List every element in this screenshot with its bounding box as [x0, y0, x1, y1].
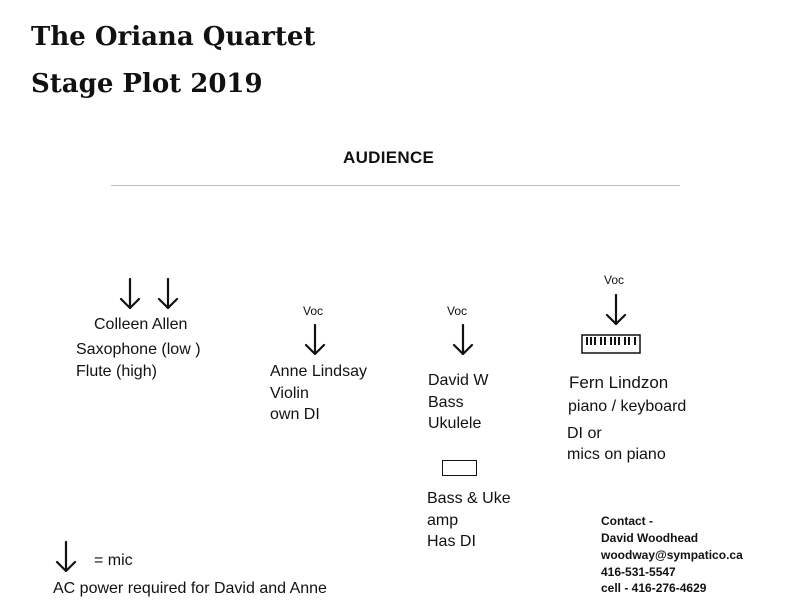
- voc-label-anne: Voc: [303, 304, 324, 318]
- amp-label-2: amp: [427, 512, 459, 529]
- contact-heading: Contact -: [601, 514, 653, 528]
- performer-name-colleen: Colleen Allen: [94, 316, 188, 333]
- mic-legend-icon: [55, 541, 77, 573]
- mic-icon: [304, 324, 326, 356]
- keyboard-icon: [581, 334, 641, 354]
- page-subtitle: Stage Plot 2019: [31, 69, 263, 99]
- amp-label-3: Has DI: [427, 533, 476, 550]
- mic-icon: [605, 294, 627, 326]
- contact-cell: cell - 416-276-4629: [601, 581, 707, 595]
- mic-icon: [157, 278, 179, 310]
- instrument-anne: Violin: [270, 385, 309, 402]
- instrument-fern: piano / keyboard: [568, 398, 687, 415]
- voc-label-david: Voc: [447, 304, 468, 318]
- instrument-colleen-2: Flute (high): [76, 363, 157, 380]
- performer-name-anne: Anne Lindsay: [270, 363, 367, 380]
- mic-legend-label: = mic: [94, 552, 133, 569]
- performer-name-david: David W: [428, 372, 489, 389]
- contact-phone: 416-531-5547: [601, 565, 676, 579]
- instrument-david-1: Bass: [428, 394, 464, 411]
- instrument-colleen-1: Saxophone (low ): [76, 341, 201, 358]
- amp-label-1: Bass & Uke: [427, 490, 511, 507]
- contact-name: David Woodhead: [601, 531, 699, 545]
- note-anne: own DI: [270, 406, 320, 423]
- instrument-david-2: Ukulele: [428, 415, 482, 432]
- voc-label-fern: Voc: [604, 273, 625, 287]
- note-fern-1: DI or: [567, 425, 602, 442]
- page-title: The Oriana Quartet: [31, 22, 316, 52]
- mic-icon: [452, 324, 474, 356]
- power-note: AC power required for David and Anne: [53, 580, 327, 597]
- audience-label: AUDIENCE: [343, 148, 435, 167]
- note-fern-2: mics on piano: [567, 446, 666, 463]
- contact-email[interactable]: woodway@sympatico.ca: [601, 548, 743, 562]
- mic-icon: [119, 278, 141, 310]
- stage-edge-line: [111, 185, 680, 186]
- amp-box-icon: [442, 460, 477, 476]
- performer-name-fern: Fern Lindzon: [569, 373, 669, 392]
